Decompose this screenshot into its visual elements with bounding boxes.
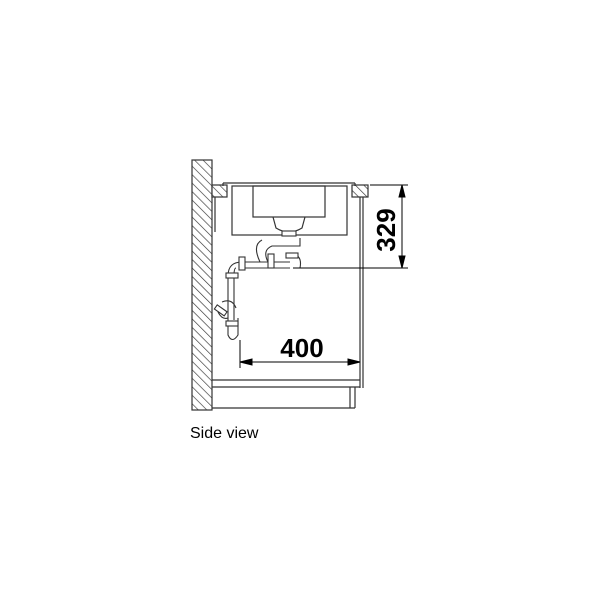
depth-dimension — [239, 340, 361, 368]
countertop-right — [351, 184, 369, 198]
inner-bowl — [252, 185, 326, 218]
wall — [191, 159, 213, 411]
drain — [272, 216, 306, 233]
height-dimension — [293, 184, 408, 269]
sink-bowl — [231, 185, 348, 236]
countertop-left — [211, 184, 228, 198]
depth-dimension-label: 400 — [280, 333, 323, 363]
height-dimension-label: 329 — [371, 208, 401, 251]
drain-pipes — [213, 230, 302, 341]
caption: Side view — [190, 425, 259, 442]
